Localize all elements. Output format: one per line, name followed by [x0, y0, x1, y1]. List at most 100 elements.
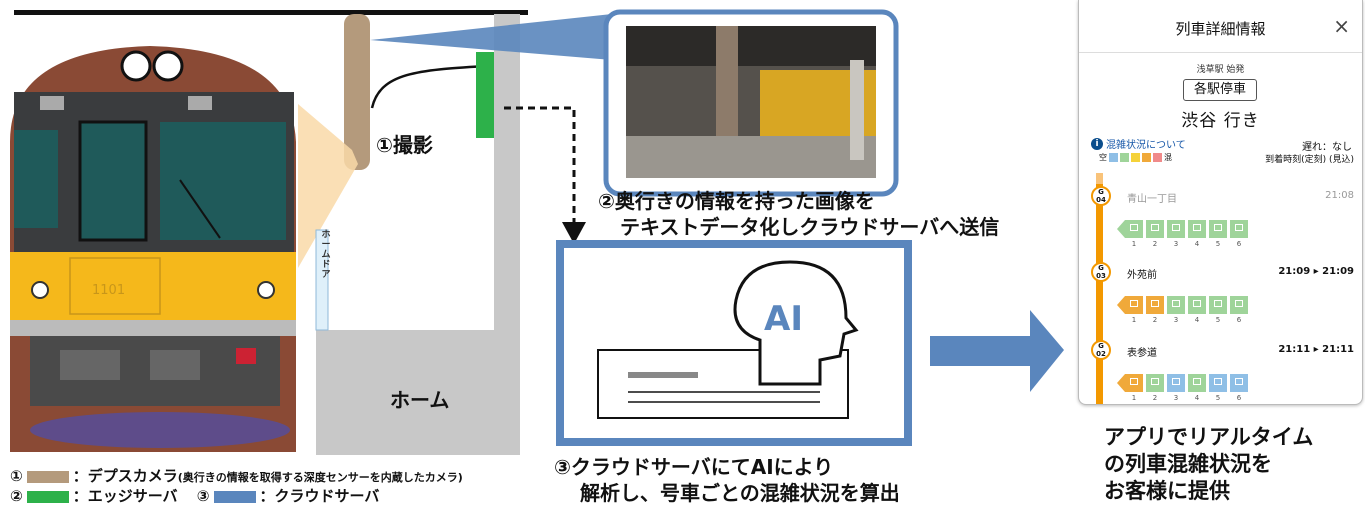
camera-view-cone [298, 104, 358, 268]
car-number: 4 [1194, 240, 1200, 248]
legend-edge-swatch [26, 490, 69, 503]
legend-2-label: ：エッジサーバ [72, 487, 178, 505]
platform-structure [316, 14, 520, 455]
car-congestion-cell: 2 [1146, 374, 1164, 402]
train-nose-icon [1117, 296, 1125, 314]
car-window-icon [1235, 224, 1243, 231]
route-line-faded [1096, 173, 1103, 185]
car-congestion-cell: 2 [1146, 220, 1164, 248]
car-congestion-cell: 3 [1167, 220, 1185, 248]
car-window-icon [1193, 300, 1201, 307]
route-line [1096, 184, 1103, 404]
scale-low: 空 [1099, 153, 1107, 162]
car-window-icon [1151, 378, 1159, 385]
shoot-label: ①撮影 [376, 133, 433, 157]
train-nose-icon [1117, 220, 1125, 238]
result-line1: アプリでリアルタイム [1104, 425, 1314, 449]
car-congestion-cell: 5 [1209, 220, 1227, 248]
delay-status: 遅れ：なし [1302, 142, 1352, 153]
car-number: 2 [1152, 394, 1158, 402]
depth-camera [344, 14, 370, 170]
station-time: 21:08 [1325, 190, 1354, 201]
ai-label: AI [764, 299, 803, 339]
car-number: 6 [1236, 240, 1242, 248]
legend-row-2: ②：エッジサーバ ③：クラウドサーバ [10, 486, 379, 506]
station-name: 青山一丁目 [1127, 194, 1177, 205]
step3-line1: ③クラウドサーバにてAIにより [554, 455, 834, 479]
app-title: 列車詳細情報 [1175, 20, 1266, 38]
result-line3: お客様に提供 [1104, 479, 1230, 503]
car-window-icon [1235, 300, 1243, 307]
car-congestion-cell: 5 [1209, 296, 1227, 324]
car-number: 1 [1131, 394, 1137, 402]
platform-door-label: ホームドア [321, 230, 331, 280]
car-congestion-cell: 6 [1230, 374, 1248, 402]
car-window-icon [1214, 224, 1222, 231]
car-congestion-cell: 2 [1146, 296, 1164, 324]
car-window-icon [1130, 378, 1138, 385]
car-congestion-cell: 1 [1125, 296, 1143, 324]
car-congestion-row: 1 2 3 4 5 6 [1117, 220, 1248, 248]
congestion-info-link[interactable]: 混雑状況について [1106, 140, 1186, 151]
station-code-letter: G [1098, 188, 1104, 196]
car-number: 3 [1173, 394, 1179, 402]
scale-swatch [1109, 153, 1118, 162]
car-number: 2 [1152, 316, 1158, 324]
car-window-icon [1214, 300, 1222, 307]
car-number: 5 [1215, 316, 1221, 324]
legend-camera-swatch [26, 470, 69, 483]
platform-photo [626, 26, 876, 178]
dashed-connector [504, 106, 576, 222]
car-congestion-cell: 3 [1167, 374, 1185, 402]
car-number: 4 [1194, 394, 1200, 402]
legend-1-note: (奥行きの情報を取得する深度センサーを内蔵したカメラ) [177, 471, 463, 484]
car-number: 1 [1131, 240, 1137, 248]
station-name: 表参道 [1127, 348, 1157, 359]
car-congestion-row: 1 2 3 4 5 6 [1117, 296, 1248, 324]
info-icon[interactable]: i [1091, 138, 1103, 150]
train-number: 1101 [92, 283, 125, 298]
car-window-icon [1151, 224, 1159, 231]
origin-station: 浅草駅 始発 [1196, 65, 1245, 75]
car-congestion-cell: 1 [1125, 374, 1143, 402]
legend-cloud-swatch [213, 490, 256, 503]
ai-head-icon [733, 260, 859, 386]
scale-high: 混 [1164, 153, 1172, 162]
station-code-letter: G [1098, 264, 1104, 272]
car-congestion-cell: 4 [1188, 374, 1206, 402]
camera-cable [370, 64, 487, 109]
legend-row-1: ①：デプスカメラ(奥行きの情報を取得する深度センサーを内蔵したカメラ) [10, 466, 463, 488]
app-header: 列車詳細情報 × [1079, 0, 1362, 53]
arrival-time-header: 到着時刻(定刻) (見込) [1265, 155, 1354, 165]
car-window-icon [1130, 224, 1138, 231]
close-icon[interactable]: × [1333, 14, 1350, 38]
legend-2-num: ② [10, 487, 23, 505]
stop-type-badge: 各駅停車 [1183, 79, 1257, 101]
camera-beam [370, 14, 612, 60]
station-time: 21:09 ▸ 21:09 [1278, 266, 1354, 277]
car-number: 3 [1173, 316, 1179, 324]
result-arrow [930, 310, 1064, 392]
congestion-scale: 空 混 [1099, 152, 1172, 163]
scale-swatch [1131, 153, 1140, 162]
car-window-icon [1172, 378, 1180, 385]
car-number: 6 [1236, 394, 1242, 402]
car-window-icon [1193, 224, 1201, 231]
car-congestion-cell: 6 [1230, 296, 1248, 324]
station-code-letter: G [1098, 342, 1104, 350]
car-number: 2 [1152, 240, 1158, 248]
legend-1-num: ① [10, 467, 23, 485]
legend-3-label: ：クラウドサーバ [259, 487, 380, 505]
car-congestion-cell: 1 [1125, 220, 1143, 248]
station-time: 21:11 ▸ 21:11 [1278, 344, 1354, 355]
step2-line2: テキストデータ化しクラウドサーバへ送信 [620, 215, 1000, 239]
car-congestion-cell: 4 [1188, 220, 1206, 248]
car-number: 6 [1236, 316, 1242, 324]
train [10, 46, 296, 452]
station-code-num: 03 [1096, 272, 1106, 280]
station-name: 外苑前 [1127, 270, 1157, 281]
car-number: 4 [1194, 316, 1200, 324]
car-window-icon [1214, 378, 1222, 385]
